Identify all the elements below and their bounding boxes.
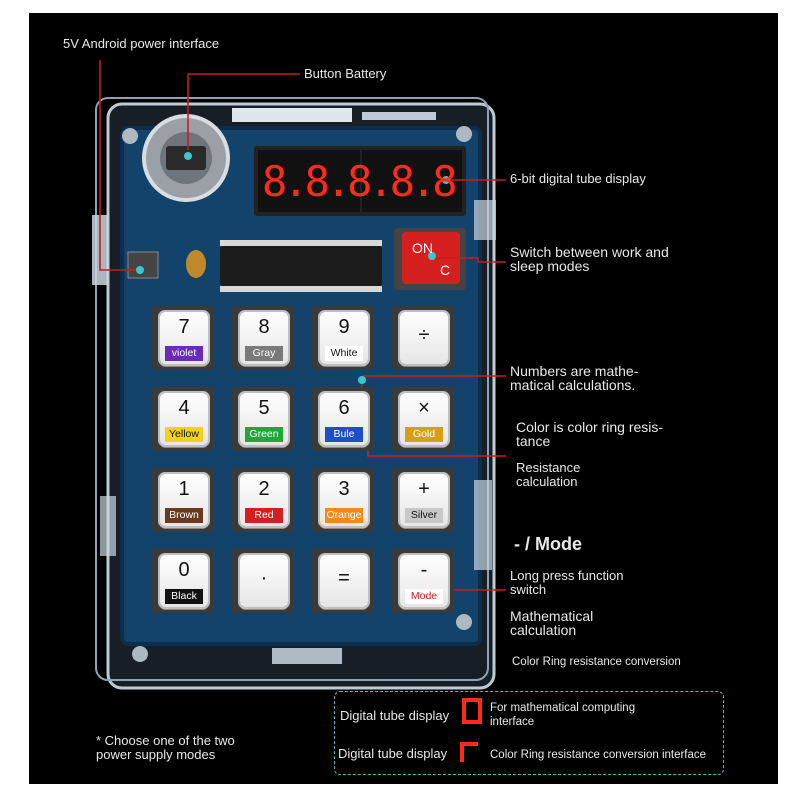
key-symbol: 3 bbox=[338, 478, 350, 500]
annotation-supply-note: * Choose one of the two power supply mod… bbox=[96, 733, 235, 762]
legend-row2-glyph: r bbox=[462, 742, 463, 743]
keycap: ÷ bbox=[400, 312, 448, 364]
key-symbol: 4 bbox=[178, 397, 190, 419]
legend-row1-glyph: 0 bbox=[464, 697, 465, 698]
key-color-label: Red bbox=[245, 508, 283, 523]
acrylic-case-inner bbox=[95, 97, 489, 681]
legend-row1-label: Digital tube display bbox=[340, 708, 450, 723]
keycap: + Silver bbox=[400, 474, 448, 526]
key-12[interactable]: + Silver bbox=[392, 468, 454, 532]
key-symbol: 2 bbox=[258, 478, 270, 500]
key-color-label: violet bbox=[165, 346, 203, 361]
key-15[interactable]: = bbox=[312, 549, 374, 613]
annotation-battery: Button Battery bbox=[304, 66, 387, 81]
annotation-display: 6-bit digital tube display bbox=[510, 171, 646, 186]
key-symbol: 1 bbox=[178, 478, 190, 500]
usb-port bbox=[127, 251, 159, 279]
callout-switch bbox=[432, 257, 506, 263]
annotation-color: Color is color ring resis-tance bbox=[516, 419, 664, 449]
key-symbol: 6 bbox=[338, 397, 350, 419]
key-14[interactable]: · bbox=[232, 549, 294, 613]
key-color-label: Gray bbox=[245, 346, 283, 361]
legend-row1-text: For mathematical computing interface bbox=[490, 702, 636, 728]
annotation-resistance: Resistance calculation bbox=[516, 460, 581, 489]
key-symbol: 9 bbox=[338, 316, 350, 338]
keycap: 7 violet bbox=[160, 312, 208, 364]
calculator-kit-illustration bbox=[92, 60, 506, 762]
key-color-label: Brown bbox=[165, 508, 203, 523]
annotation-numbers: Numbers are mathe-matical calculations. bbox=[510, 363, 639, 393]
key-symbol: 0 bbox=[178, 559, 190, 581]
annotation-color-conversion: Color Ring resistance conversion bbox=[512, 656, 681, 668]
keycap: × Gold bbox=[400, 393, 448, 445]
key-symbol: + bbox=[418, 478, 430, 500]
key-4[interactable]: ÷ bbox=[392, 306, 454, 370]
key-8[interactable]: × Gold bbox=[392, 387, 454, 451]
annotation-switch: Switch between work and sleep modes bbox=[510, 244, 669, 274]
callout-power bbox=[99, 60, 140, 271]
switch-c-label: C bbox=[440, 262, 451, 278]
keycap: · bbox=[240, 555, 288, 607]
key-symbol: × bbox=[418, 397, 430, 419]
key-color-label: Yellow bbox=[165, 427, 203, 442]
keycap: = bbox=[320, 555, 368, 607]
keycap: - Mode bbox=[400, 555, 448, 607]
callout-battery bbox=[187, 73, 300, 150]
display-legend bbox=[334, 691, 724, 775]
key-color-label: Mode bbox=[405, 589, 443, 604]
annotation-long-press: Long press function switch bbox=[510, 568, 624, 597]
digital-tube-display: 8.8.8.8.8.8. bbox=[262, 157, 458, 206]
key-symbol: - bbox=[420, 559, 428, 581]
annotation-math: Mathematical calculation bbox=[510, 608, 594, 638]
key-color-label: Orange bbox=[325, 508, 363, 523]
legend-row2-text: Color Ring resistance conversion interfa… bbox=[490, 749, 707, 761]
key-symbol: ÷ bbox=[418, 324, 430, 346]
key-color-label: White bbox=[325, 346, 363, 361]
key-symbol: 8 bbox=[258, 316, 270, 338]
annotation-power: 5V Android power interface bbox=[63, 36, 220, 51]
key-color-label: Bule bbox=[325, 427, 363, 442]
key-symbol: = bbox=[338, 567, 350, 589]
legend-seg-r-glyph bbox=[460, 742, 478, 762]
key-symbol: 7 bbox=[178, 316, 190, 338]
key-color-label: Green bbox=[245, 427, 283, 442]
key-1[interactable]: 7 violet bbox=[152, 306, 214, 370]
key-symbol: 5 bbox=[258, 397, 270, 419]
legend-row2-label: Digital tube display bbox=[338, 746, 448, 761]
annotation-mode-heading: - / Mode bbox=[514, 534, 582, 554]
switch-on-label: ON bbox=[412, 240, 433, 256]
legend-seg-0-glyph bbox=[462, 698, 482, 724]
key-color-label: Black bbox=[165, 589, 203, 604]
key-color-label: Silver bbox=[405, 508, 443, 523]
mcu-chip bbox=[220, 246, 382, 286]
key-symbol: · bbox=[260, 567, 268, 589]
key-16[interactable]: - Mode bbox=[392, 549, 454, 613]
key-color-label: Gold bbox=[405, 427, 443, 442]
